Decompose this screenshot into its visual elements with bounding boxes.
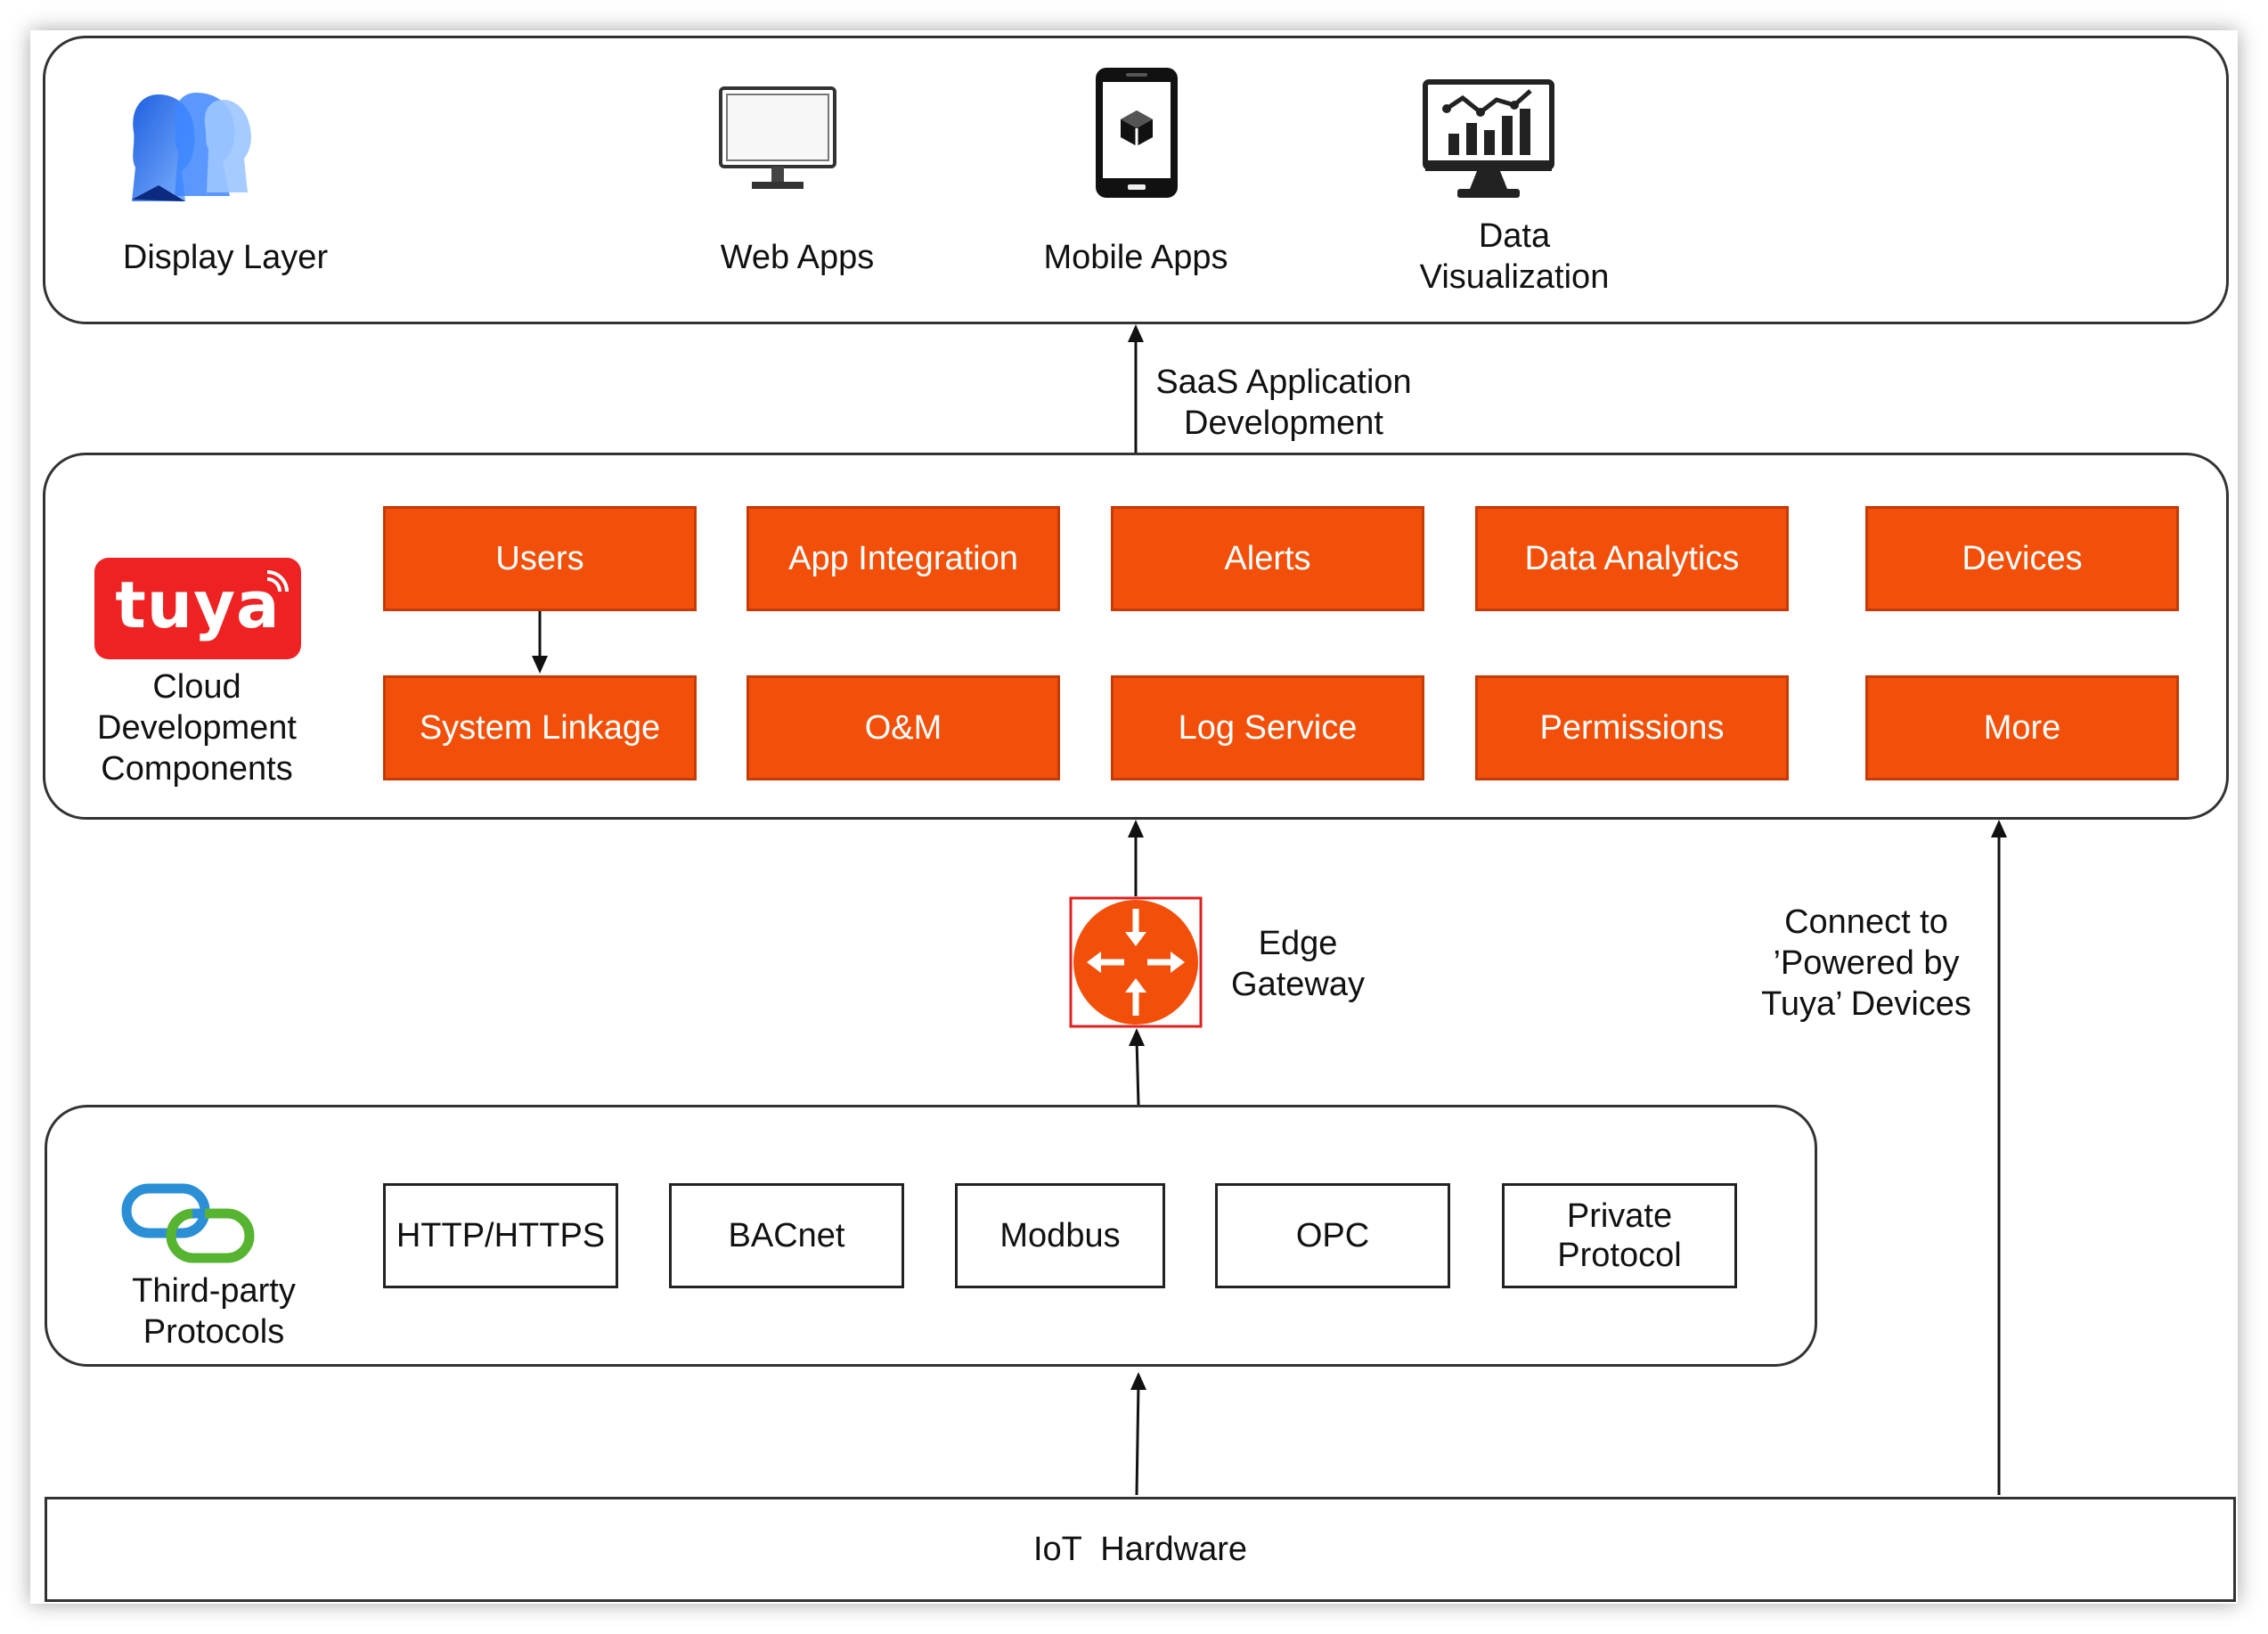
hardware-to-protocols-arrow [1135,1382,1140,1496]
web-apps-label: Web Apps [720,239,875,276]
display-layer-title: Display Layer [122,239,329,276]
saas-application-label: SaaS Application Development [1155,364,1412,442]
system-linkage-box: System Linkage [383,675,697,780]
more-box: More [1865,675,2179,780]
modbus-box: Modbus [955,1183,1165,1288]
data-visualization-label: Data Visualization [1419,217,1610,296]
http-https-box: HTTP/HTTPS [383,1183,618,1288]
smartphone-icon [1096,68,1178,198]
permissions-box: Permissions [1475,675,1789,780]
edge-gateway-label: Edge Gateway [1231,925,1365,1003]
chain-link-icon [121,1183,255,1263]
om-box: O&M [746,675,1060,780]
opc-box: OPC [1215,1183,1450,1288]
alerts-box: Alerts [1111,506,1424,611]
analytics-monitor-icon [1423,79,1554,198]
log-service-box: Log Service [1111,675,1424,780]
mobile-apps-label: Mobile Apps [1043,239,1228,276]
display-layer-icon [132,93,251,201]
app-integration-box: App Integration [746,506,1060,611]
cloud-components-title: Cloud Development Components [97,668,297,788]
data-analytics-box: Data Analytics [1475,506,1789,611]
protocols-to-gateway-arrow [1135,1038,1140,1106]
users-box: Users [383,506,697,611]
iot-hardware-bar: IoT Hardware [45,1497,2236,1602]
tuya-logo-text: tuya [115,568,281,642]
private-protocol-box: Private Protocol [1502,1183,1737,1288]
devices-box: Devices [1865,506,2179,611]
protocols-title: Third-party Protocols [132,1272,296,1351]
edge-gateway-icon [1069,896,1203,1028]
signal-icon [266,570,289,592]
powered-by-tuya-label: Connect to ’Powered by Tuya’ Devices [1761,903,1971,1023]
iot-hardware-label: IoT Hardware [1032,1530,1248,1568]
bacnet-box: BACnet [669,1183,904,1288]
monitor-icon [719,86,836,189]
tuya-logo: tuya [94,558,301,659]
